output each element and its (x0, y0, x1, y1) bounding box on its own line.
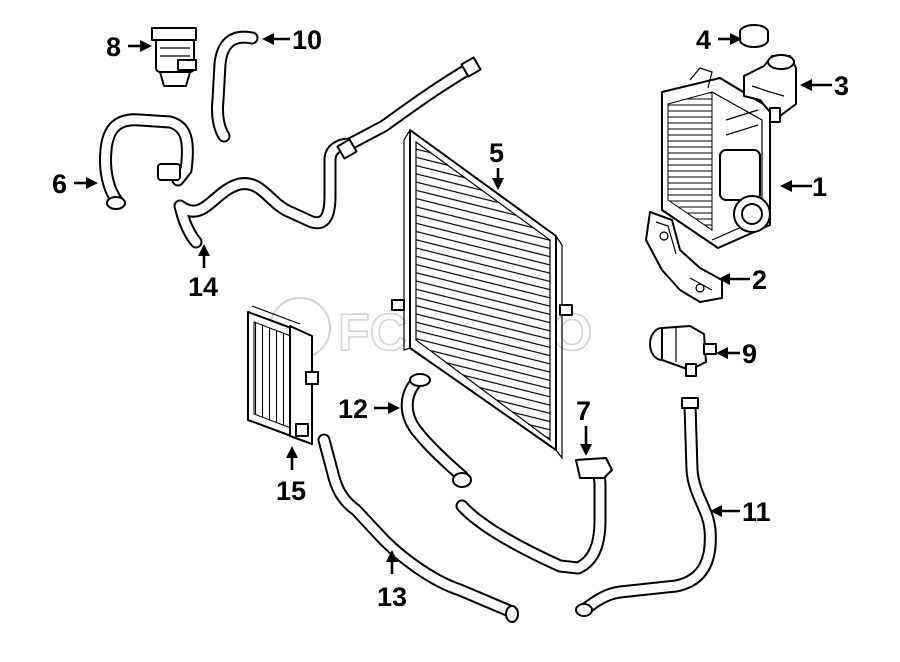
callout-labels: 1 2 3 4 5 6 7 8 9 10 11 12 13 14 15 (52, 25, 849, 612)
callout-9: 9 (742, 339, 757, 369)
part-1-charge-air-cooler (661, 67, 771, 249)
part-9-water-pump (649, 325, 717, 377)
part-10-hose (211, 30, 259, 143)
callout-3: 3 (834, 71, 849, 101)
hoses (99, 30, 717, 623)
callout-15: 15 (276, 476, 306, 506)
part-2-bracket (645, 211, 723, 303)
callout-4: 4 (696, 25, 711, 55)
part-13-line (317, 433, 519, 623)
part-11-hose (575, 397, 717, 617)
part-3-expansion-tank (743, 54, 797, 123)
part-14-hose (173, 56, 482, 249)
callout-7: 7 (576, 396, 591, 426)
callout-5: 5 (489, 138, 504, 168)
callout-11: 11 (742, 497, 771, 527)
part-6-hose (99, 113, 194, 210)
part-8-auxiliary-pump (151, 27, 197, 87)
part-12-hose (400, 373, 472, 488)
part-15-auxiliary-cooler (247, 305, 319, 445)
callout-12: 12 (338, 394, 368, 424)
callout-arrows (74, 33, 832, 574)
callout-2: 2 (752, 265, 767, 295)
callout-6: 6 (52, 169, 67, 199)
callout-13: 13 (377, 582, 407, 612)
callout-14: 14 (188, 272, 218, 302)
callout-10: 10 (292, 25, 322, 55)
part-5-radiator (391, 129, 573, 460)
callout-8: 8 (106, 32, 121, 62)
part-4-cap (739, 24, 769, 48)
callout-1: 1 (812, 172, 827, 202)
part-7-hose (455, 457, 613, 575)
